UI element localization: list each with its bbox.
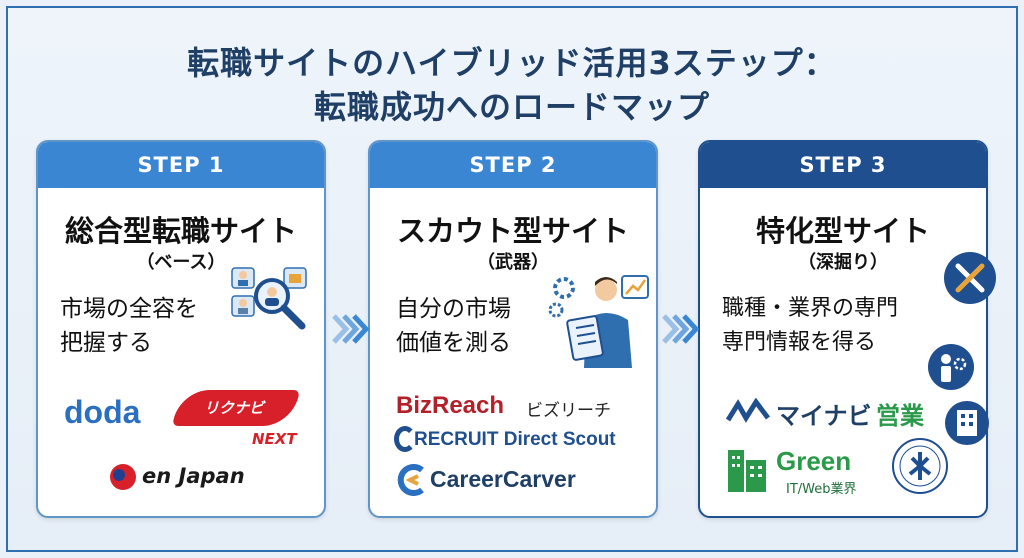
- worker-gear-icon: [928, 344, 974, 390]
- step-1-title: 総合型転職サイト: [64, 214, 297, 248]
- title-line-2: 転職成功へのロードマップ: [313, 88, 710, 126]
- rikunabi-logo-text: リクナビ: [204, 399, 265, 417]
- step-2-title: スカウト型サイト: [396, 214, 629, 248]
- wrench-screwdriver-icon: [944, 252, 996, 304]
- en-japan-logo-mark: [110, 464, 136, 490]
- step-3-desc-line-2: 専門情報を得る: [722, 330, 877, 355]
- green-logo-sub: IT/Web業界: [786, 482, 857, 497]
- recruit-direct-scout-logo: RECRUIT Direct Scout: [414, 429, 616, 450]
- step-3-subtitle: （深掘り）: [798, 252, 888, 273]
- building-icon: [945, 401, 989, 445]
- doda-logo: doda: [64, 394, 141, 430]
- title-line-1: 転職サイトのハイブリッド活用3ステップ：: [187, 44, 837, 82]
- mynavi-logo: マイナビ: [776, 402, 872, 430]
- seal-icon: [892, 438, 948, 494]
- step-2-subtitle: （武器）: [477, 252, 549, 273]
- step-3-description: 職種・業界の専門 専門情報を得る: [722, 292, 898, 360]
- step-3-desc-line-1: 職種・業界の専門: [722, 296, 899, 321]
- step-1-description: 市場の全容を 把握する: [60, 292, 198, 360]
- step-2-desc-line-2: 価値を測る: [396, 330, 511, 356]
- careercarver-logo-mark: [397, 464, 424, 496]
- green-logo: Green: [776, 446, 852, 476]
- step-3-label: STEP 3: [700, 142, 986, 188]
- rikunabi-next-text: NEXT: [252, 430, 297, 448]
- green-building-icon: [728, 450, 766, 492]
- step-2-label: STEP 2: [370, 142, 656, 188]
- businessman-checklist-icon: [548, 275, 649, 368]
- step-3-title: 特化型サイト: [755, 214, 930, 248]
- en-japan-logo: en Japan: [142, 464, 245, 488]
- step-2-desc-line-1: 自分の市場: [396, 296, 511, 322]
- bizreach-logo: BizReach: [396, 392, 505, 419]
- mynavi-sales-label: 営業: [876, 402, 924, 430]
- step-1-label: STEP 1: [38, 142, 324, 188]
- step-3-card: STEP 3 特化型サイト （深掘り） 職種・業界の専門 専門情報を得る マイナ…: [698, 140, 988, 518]
- step-2-card: STEP 2 スカウト型サイト （武器） 自分の市場 価値を測る BizReac…: [368, 140, 658, 518]
- recruit-logo-mark: [394, 426, 416, 452]
- step-1-desc-line-1: 市場の全容を: [60, 296, 198, 322]
- step-1-subtitle: （ベース）: [136, 252, 226, 273]
- careercarver-logo: CareerCarver: [430, 466, 576, 492]
- arrow-icon-step1-to-step2: [332, 314, 370, 344]
- step-2-description: 自分の市場 価値を測る: [396, 292, 511, 360]
- step-1-desc-line-2: 把握する: [60, 330, 152, 356]
- step-1-card: STEP 1 総合型転職サイト （ベース） 市場の全容を 把握する doda リ…: [36, 140, 326, 518]
- arrow-icon-step2-to-step3: [662, 314, 700, 344]
- bizreach-kana: ビズリーチ: [526, 401, 611, 421]
- mynavi-logo-mark: [726, 398, 770, 423]
- magnifier-people-icon: [231, 267, 307, 330]
